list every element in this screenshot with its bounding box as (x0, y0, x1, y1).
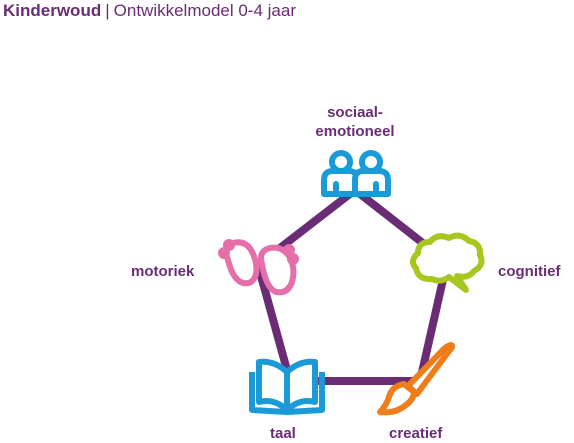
page-header: Kinderwoud|Ontwikkelmodel 0-4 jaar (3, 0, 296, 22)
node-label-creatief: creatief (389, 425, 443, 442)
node-label-taal: taal (270, 425, 296, 442)
node-label-motoriek: motoriek (131, 263, 195, 280)
label-line-sociaal: sociaal- (327, 104, 383, 121)
people-icon (321, 150, 391, 197)
node-label-sociaal-emotioneel: sociaal- emotioneel (300, 103, 410, 141)
node-label-cognitief: cognitief (498, 263, 561, 280)
thought-bubble-icon (410, 232, 485, 293)
header-separator: | (105, 1, 110, 20)
brand-name: Kinderwoud (3, 1, 102, 20)
edge-taal-motoriek (254, 261, 294, 385)
header-subtitle: Ontwikkelmodel 0-4 jaar (113, 1, 296, 20)
paintbrush-icon (377, 342, 456, 416)
footprints-icon (218, 239, 299, 296)
label-line-emotioneel: emotioneel (315, 123, 395, 140)
open-book-icon (249, 358, 325, 415)
